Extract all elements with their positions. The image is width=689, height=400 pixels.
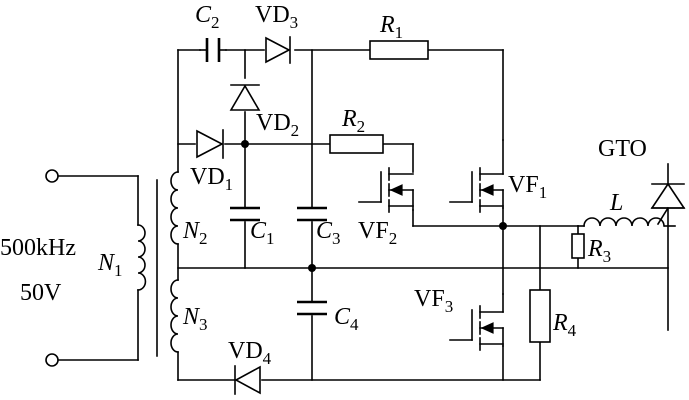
label-c2: C2 — [195, 2, 220, 32]
label-gto: GTO — [598, 136, 647, 162]
capacitor-c3 — [297, 206, 327, 222]
resistor-r1 — [369, 40, 429, 60]
n2-coil — [170, 171, 179, 245]
label-c3: C3 — [316, 218, 341, 248]
label-r1: R1 — [379, 12, 403, 42]
label-vd1: VD1 — [190, 164, 233, 194]
n1-coil — [137, 224, 147, 291]
junction-dots — [241, 140, 507, 272]
diode-vd3 — [265, 36, 291, 64]
mosfet-vf2 — [358, 167, 414, 213]
node-center — [308, 264, 316, 272]
label-c1: C1 — [250, 218, 275, 248]
label-n3: N3 — [182, 304, 208, 334]
n3-coil — [170, 279, 179, 353]
label-r4: R4 — [552, 310, 577, 340]
label-c4: C4 — [334, 304, 359, 334]
diode-vd2 — [229, 84, 261, 111]
transformer — [137, 171, 179, 357]
source-frequency-label: 500kHz — [0, 235, 76, 261]
wires — [51, 49, 676, 381]
capacitor-c1 — [230, 206, 260, 222]
inductor-l — [577, 217, 665, 227]
label-vf1: VF1 — [508, 172, 547, 202]
diode-vd1 — [196, 129, 224, 159]
label-vf2: VF2 — [358, 218, 397, 248]
source-voltage-label: 50V — [20, 280, 62, 306]
labels: 500kHz 50V N1 N2 N3 C2 VD3 R1 VD2 R2 VD1… — [0, 2, 647, 368]
input-terminal-bottom — [45, 353, 59, 367]
label-n2: N2 — [182, 218, 208, 248]
resistor-r3 — [571, 233, 585, 259]
gto-thyristor — [650, 182, 686, 226]
input-terminal-top — [45, 169, 59, 183]
label-vd3: VD3 — [255, 2, 298, 32]
label-n1: N1 — [97, 250, 123, 280]
resistor-r2 — [329, 134, 384, 154]
label-l: L — [609, 190, 623, 216]
capacitor-c4 — [297, 300, 327, 316]
label-vd2: VD2 — [256, 110, 299, 140]
label-r2: R2 — [341, 106, 365, 136]
capacitor-c2 — [199, 38, 227, 62]
mosfet-vf1 — [449, 139, 504, 213]
label-r3: R3 — [587, 236, 611, 266]
mosfet-vf3 — [449, 293, 504, 351]
diode-vd4 — [234, 365, 261, 395]
label-vf3: VF3 — [414, 286, 453, 316]
node-vd1-vd2 — [241, 140, 249, 148]
node-output — [499, 222, 507, 230]
resistor-r4 — [529, 289, 551, 343]
label-vd4: VD4 — [228, 338, 272, 368]
